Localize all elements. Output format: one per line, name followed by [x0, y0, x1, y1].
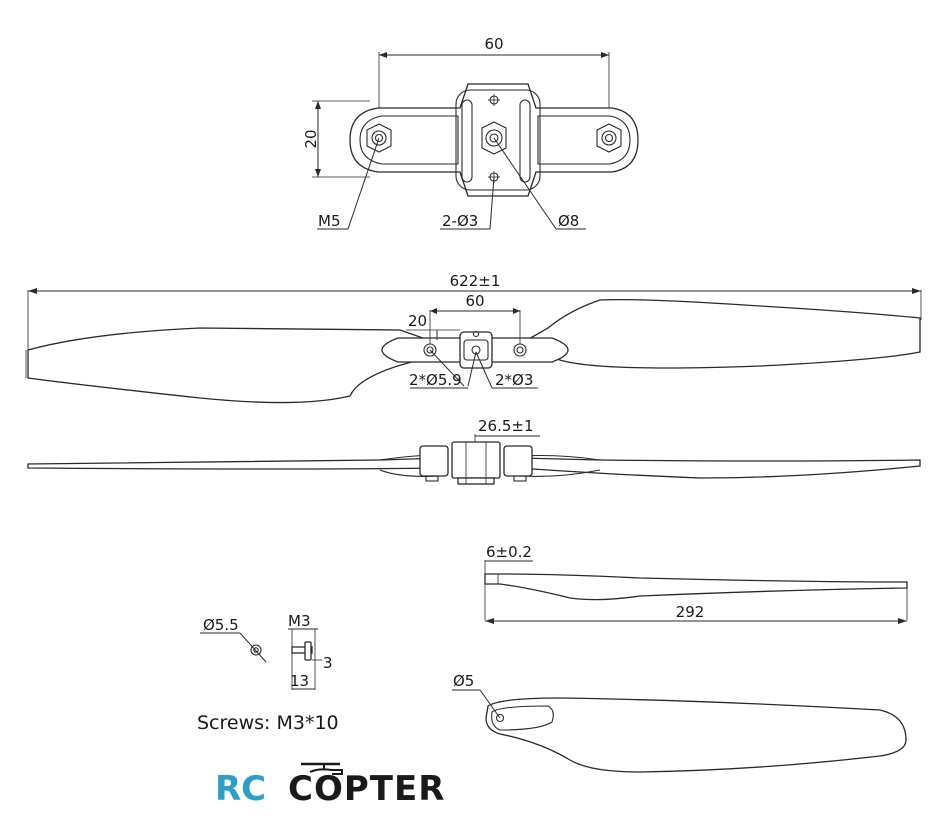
hub-width-dimension: 60	[484, 35, 503, 53]
blade-length-dimension: 292	[676, 603, 705, 621]
rc-copter-logo: RC COPTER	[215, 762, 445, 809]
screw-detail: Ø5.5 M3 3 13 Screws: M3*10	[197, 612, 339, 734]
blade-thickness-dimension: 6±0.2	[486, 543, 532, 561]
prop-length-dimension: 622±1	[450, 272, 501, 290]
logo-rc-text: RC	[215, 769, 266, 809]
screw-caption: Screws: M3*10	[197, 712, 339, 734]
hub-m5-label: M5	[318, 212, 341, 230]
screw-diameter-label: Ø5.5	[203, 616, 239, 634]
logo-copter-text: COPTER	[288, 769, 445, 809]
prop-side-view: 26.5±1	[27, 417, 921, 485]
blade-top-view: Ø5	[452, 672, 907, 773]
helicopter-icon	[301, 762, 343, 775]
prop-hub-height-dimension: 26.5±1	[478, 417, 534, 435]
prop-20-dimension: 20	[408, 312, 427, 330]
hub-top-view: 60 20 M5 2-Ø3	[302, 35, 639, 230]
hub-height-dimension: 20	[302, 129, 320, 148]
prop-hub-dimension: 60	[465, 292, 484, 310]
screw-length-label: 13	[290, 672, 309, 690]
blade-hole-label: Ø5	[453, 672, 474, 690]
hub-center-label: Ø8	[558, 212, 579, 230]
blade-side-view: 6±0.2 292	[484, 543, 908, 624]
prop-right-holes-label: 2*Ø3	[495, 371, 533, 389]
hub-holes-label: 2-Ø3	[442, 212, 478, 230]
prop-top-view: 622±1 60 20 2*Ø5.9 2*Ø3	[25, 272, 922, 404]
prop-left-holes-label: 2*Ø5.9	[409, 371, 462, 389]
screw-thread-label: M3	[288, 612, 311, 630]
screw-head-label: 3	[323, 654, 333, 672]
